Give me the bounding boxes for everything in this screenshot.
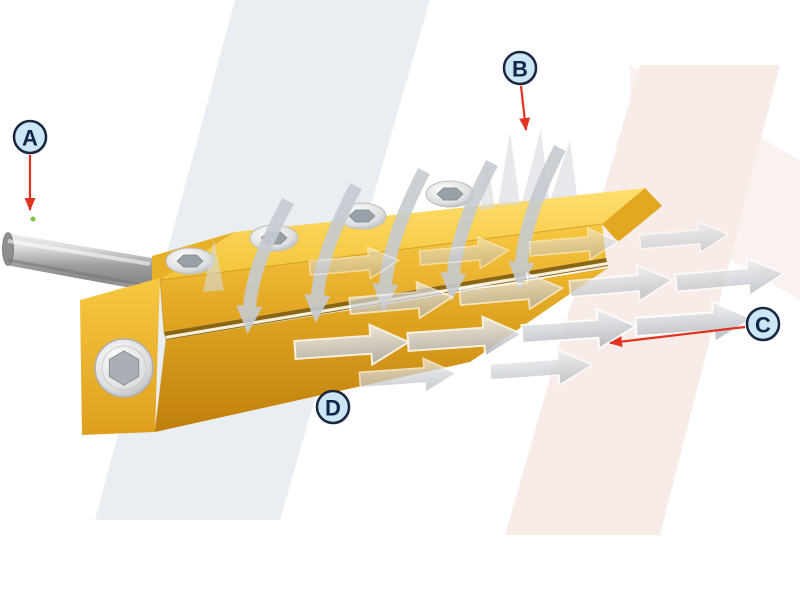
label-circle	[502, 50, 538, 86]
label-letter: B	[512, 57, 528, 82]
label-letter: D	[325, 396, 341, 421]
label-circle	[315, 389, 351, 425]
label-letter: C	[755, 313, 771, 338]
screw-socket	[176, 254, 204, 268]
label-marker-c: C	[745, 306, 781, 342]
curved-air-arrow	[236, 198, 294, 334]
label-circle	[745, 306, 781, 342]
hex-socket	[108, 350, 140, 386]
socket-screw	[165, 247, 215, 275]
air-wisp	[551, 140, 577, 198]
label-pointer-c	[609, 325, 746, 348]
label-marker-d: D	[315, 389, 351, 425]
curved-air-arrow	[508, 145, 566, 290]
curved-air-arrow	[304, 183, 362, 323]
label-marker-b: B	[502, 50, 538, 86]
label-pointer-b	[519, 85, 531, 131]
socket-screw	[425, 180, 475, 208]
screw-socket	[348, 209, 376, 223]
hex-bolt	[94, 338, 154, 398]
curved-air-arrow	[372, 168, 430, 312]
hex-bolt-ring	[101, 345, 147, 391]
air-wisps	[203, 128, 577, 292]
background-band-pink-2	[630, 65, 800, 300]
inlet-tube	[2, 232, 152, 292]
label-pointers	[24, 85, 746, 348]
label-letter: A	[22, 126, 38, 151]
air-wisp	[203, 240, 224, 292]
tube-shadow	[7, 258, 151, 288]
label-circle	[12, 119, 48, 155]
tube-highlight	[7, 239, 151, 266]
label-marker-a: A	[12, 119, 48, 155]
left-front-edge	[154, 277, 167, 433]
pointer-tip-speck	[30, 216, 36, 222]
air-wisp	[498, 132, 520, 206]
screw-socket	[436, 187, 464, 201]
curved-air-arrow	[440, 160, 498, 301]
entrained-air-arrows	[236, 145, 566, 334]
label-markers: A B C D	[12, 50, 781, 425]
right-end-face	[602, 188, 662, 242]
